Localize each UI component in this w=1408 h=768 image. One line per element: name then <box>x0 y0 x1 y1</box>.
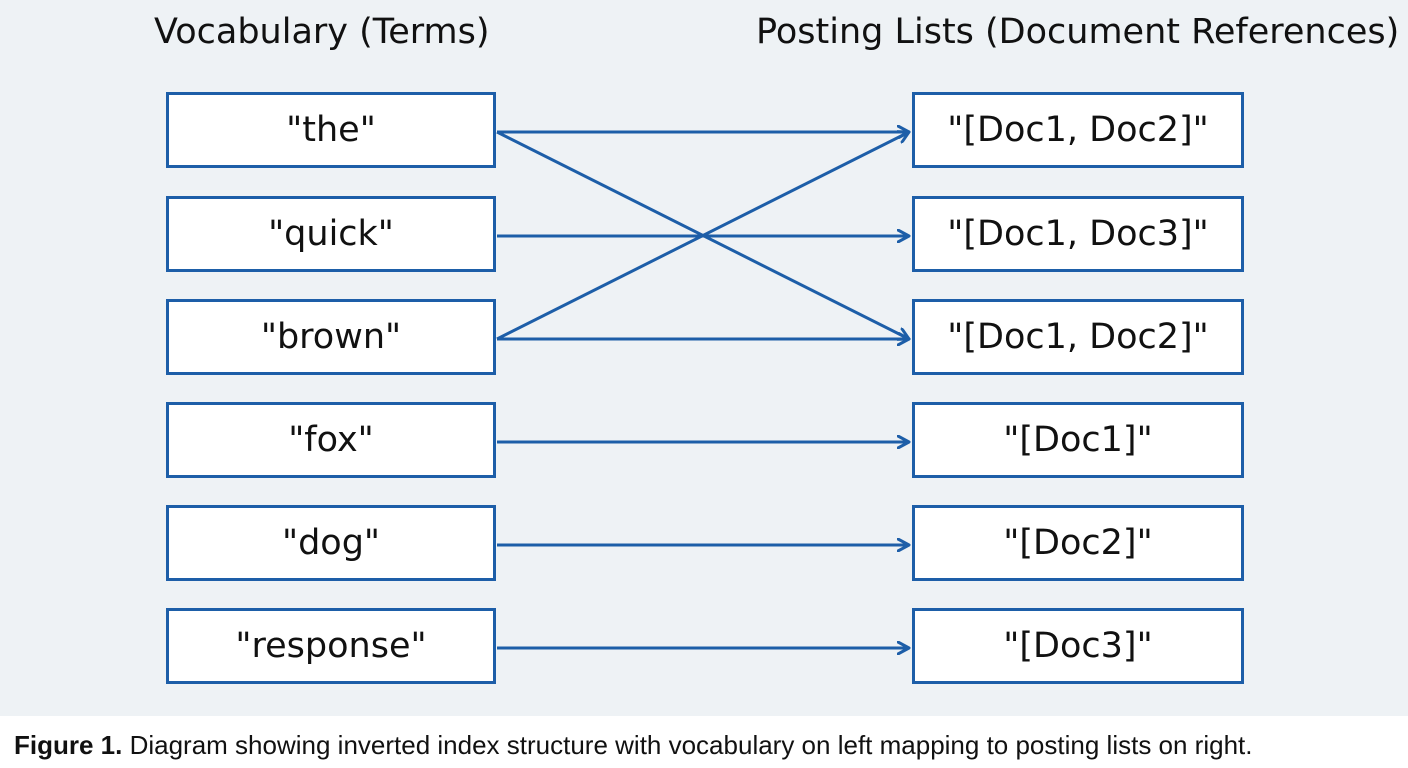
posting-box-4: "[Doc1]" <box>912 402 1244 478</box>
arrow-term-3-to-posting-1 <box>496 132 909 341</box>
posting-box-6: "[Doc3]" <box>912 608 1244 684</box>
figure-caption: Figure 1. Diagram showing inverted index… <box>14 728 1404 762</box>
posting-box-5: "[Doc2]" <box>912 505 1244 581</box>
diagram-canvas: Vocabulary (Terms) Posting Lists (Docume… <box>0 0 1408 716</box>
posting-box-2: "[Doc1, Doc3]" <box>912 196 1244 272</box>
mapping-arrows <box>496 0 1408 716</box>
caption-label: Figure 1. <box>14 730 123 760</box>
term-box-brown: "brown" <box>166 299 496 375</box>
posting-box-3: "[Doc1, Doc2]" <box>912 299 1244 375</box>
vocabulary-heading: Vocabulary (Terms) <box>154 12 490 52</box>
term-box-dog: "dog" <box>166 505 496 581</box>
term-box-quick: "quick" <box>166 196 496 272</box>
posting-lists-heading: Posting Lists (Document References) <box>756 12 1400 52</box>
caption-text: Diagram showing inverted index structure… <box>122 730 1253 760</box>
posting-box-1: "[Doc1, Doc2]" <box>912 92 1244 168</box>
term-box-the: "the" <box>166 92 496 168</box>
term-box-fox: "fox" <box>166 402 496 478</box>
term-box-response: "response" <box>166 608 496 684</box>
